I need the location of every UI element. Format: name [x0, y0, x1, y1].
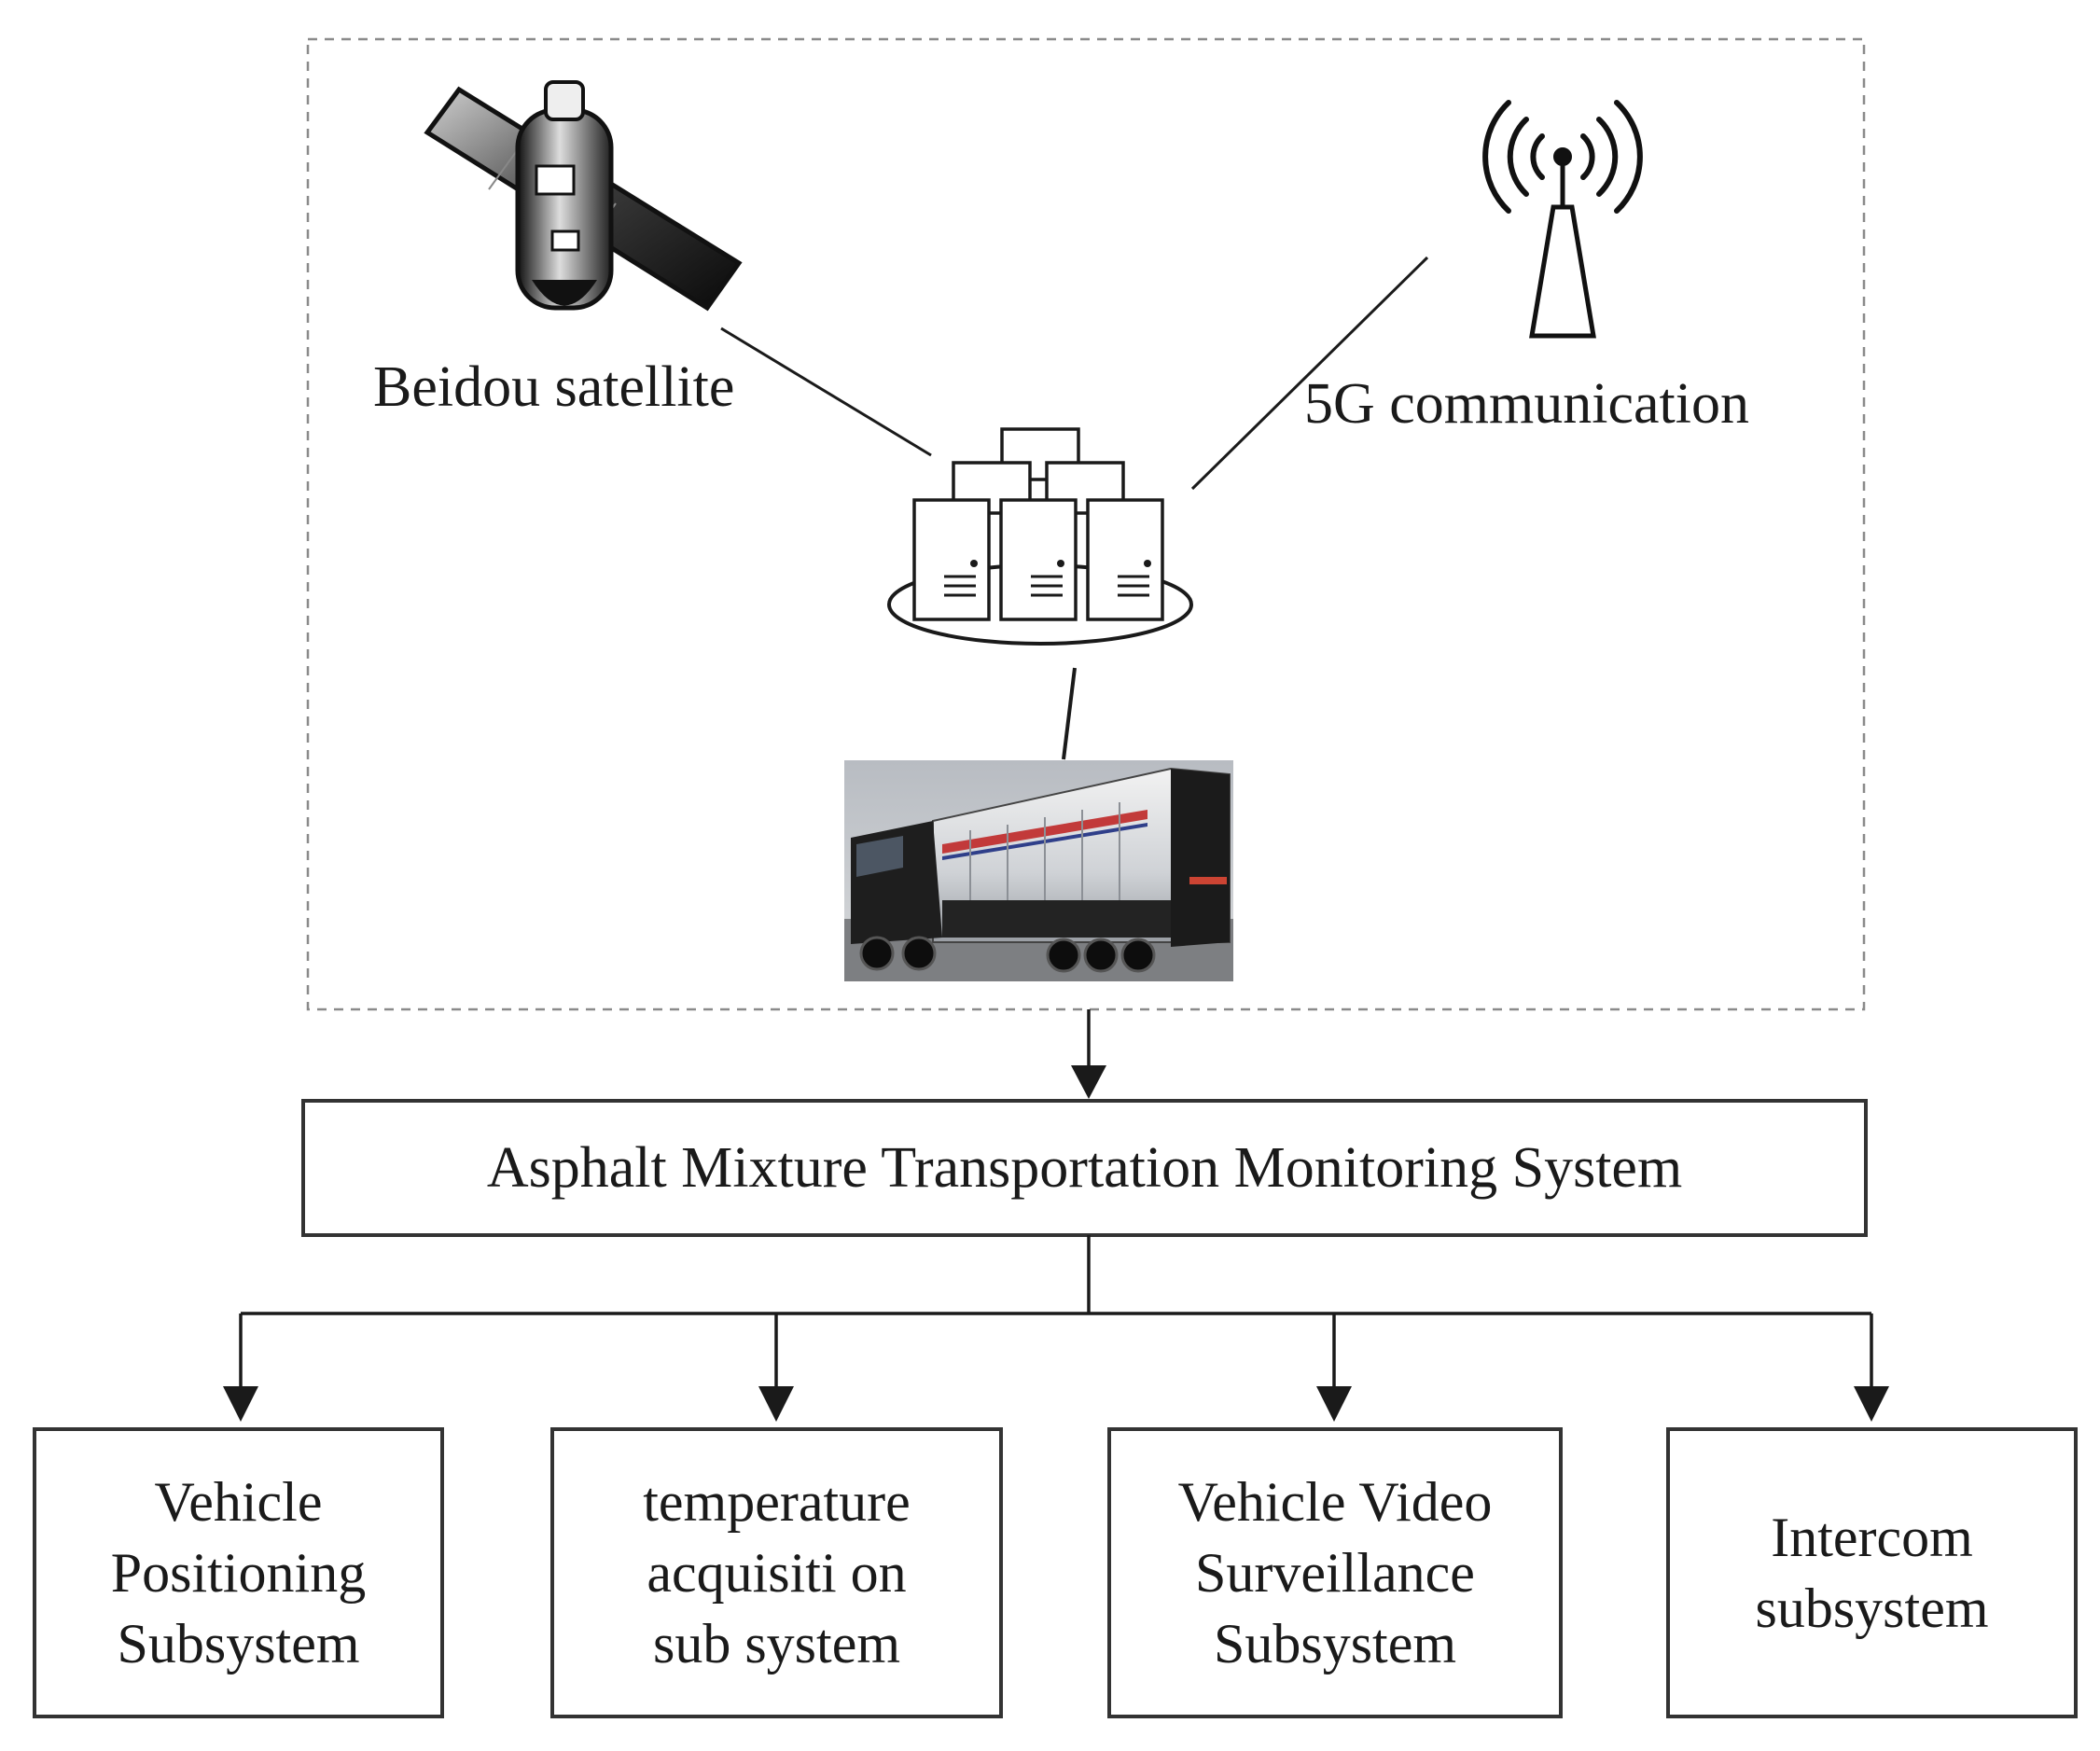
subsystem-4-line-2: subsystem: [1755, 1577, 1989, 1639]
monitoring-system-title: Asphalt Mixture Transportation Monitorin…: [486, 1135, 1683, 1200]
subsystem-text-intercom: Intercom subsystem: [1668, 1429, 2076, 1716]
subsystem-1-line-2: Positioning: [110, 1541, 367, 1604]
subsystem-box-vehicle-positioning: [33, 1427, 444, 1718]
subsystem-box-temperature: [550, 1427, 1003, 1718]
subsystem-box-video: [1107, 1427, 1563, 1718]
network-boundary: [306, 37, 1866, 1011]
tree-connectors: [239, 1235, 1873, 1390]
monitoring-system-box: [301, 1099, 1868, 1237]
subsystem-box-intercom: [1666, 1427, 2078, 1718]
5g-communication-label: 5G communication: [1304, 372, 1749, 436]
arrowhead-system: [1071, 1065, 1106, 1099]
subsystem-3-line-3: Subsystem: [1213, 1613, 1457, 1675]
subsystem-4-line-1: Intercom: [1771, 1506, 1973, 1568]
subsystem-2-line-2: acquisiti on: [647, 1541, 907, 1604]
server-cluster-icon: [887, 427, 1193, 646]
satellite-label: Beidou satellite: [373, 355, 735, 419]
subsystem-text-video: Vehicle Video Surveillance Subsystem: [1109, 1429, 1561, 1716]
arrowhead-sub-1: [223, 1386, 258, 1422]
subsystem-3-line-1: Vehicle Video: [1177, 1470, 1493, 1533]
server-truck-link: [1062, 667, 1077, 760]
subsystem-3-line-2: Surveillance: [1195, 1541, 1475, 1604]
satellite-link: [720, 327, 932, 457]
signal-tower-icon: [1482, 100, 1643, 339]
arrowhead-sub-2: [758, 1386, 794, 1422]
arrowhead-sub-4: [1854, 1386, 1889, 1422]
subsystem-2-line-1: temperature: [643, 1470, 911, 1533]
satellite-icon: [424, 80, 743, 312]
arrowhead-sub-3: [1316, 1386, 1352, 1422]
subsystem-2-line-3: sub system: [652, 1613, 901, 1675]
subsystem-1-line-3: Subsystem: [117, 1613, 360, 1675]
asphalt-truck-image: [844, 760, 1233, 981]
5g-link: [1190, 256, 1429, 491]
subsystem-1-line-1: Vehicle: [154, 1470, 323, 1533]
subsystem-text-vehicle-positioning: Vehicle Positioning Subsystem: [35, 1429, 442, 1716]
subsystem-text-temperature: temperature acquisiti on sub system: [552, 1429, 1001, 1716]
